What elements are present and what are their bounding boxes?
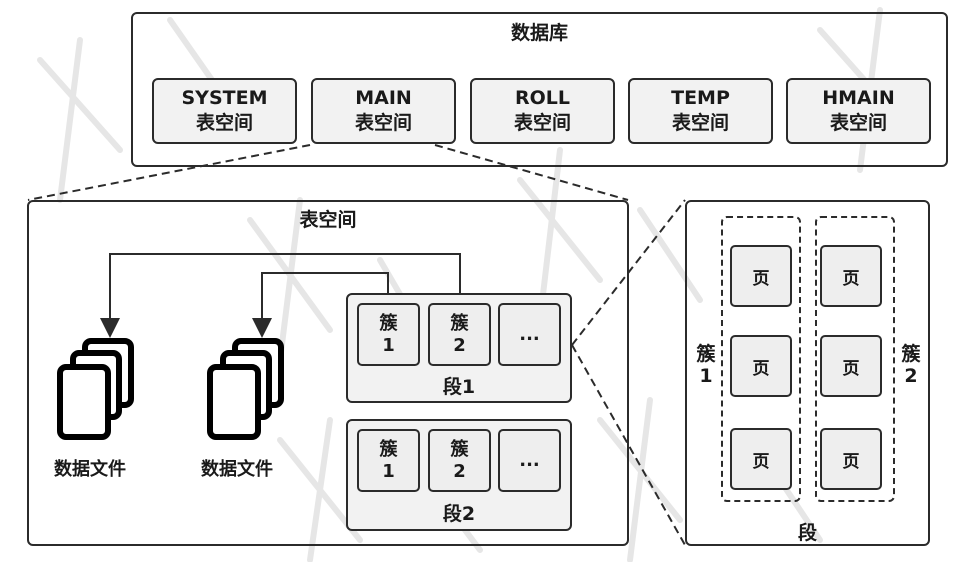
- segment-detail-title: 段: [797, 522, 817, 544]
- segment-detail-frame: [685, 200, 930, 546]
- tablespace-name: HMAIN: [822, 87, 895, 109]
- tablespace-box-roll: ROLL 表空间: [470, 78, 615, 144]
- cluster-box-more: ...: [498, 303, 561, 366]
- cluster-box: 簇 2: [428, 303, 491, 366]
- zoom-line-left: [27, 144, 311, 201]
- tablespace-frame: [27, 200, 629, 546]
- page-box: 页: [730, 428, 792, 490]
- tablespace-box-main: MAIN 表空间: [311, 78, 456, 144]
- datafile-icon: [205, 335, 285, 445]
- tablespace-title: 表空间: [299, 209, 357, 231]
- segment-label: 段1: [442, 376, 476, 398]
- tablespace-name: ROLL: [515, 87, 570, 109]
- cluster-number: 2: [453, 460, 466, 482]
- tablespace-type: 表空间: [354, 112, 412, 134]
- cluster-number: 2: [453, 334, 466, 356]
- cluster-label: 簇: [450, 438, 469, 460]
- arrow-cluster1-to-datafile2: [252, 272, 389, 338]
- cluster-number: 1: [382, 460, 395, 482]
- page-box: 页: [820, 335, 882, 397]
- cluster-2-side-label: 簇 2: [898, 343, 924, 387]
- page-box: 页: [820, 428, 882, 490]
- datafile-label: 数据文件: [201, 459, 273, 480]
- cluster-box: 簇 2: [428, 429, 491, 492]
- tablespace-type: 表空间: [513, 112, 571, 134]
- cluster-side-label-text: 簇: [696, 343, 716, 365]
- tablespace-name: SYSTEM: [181, 87, 268, 109]
- tablespace-name: TEMP: [671, 87, 730, 109]
- database-frame: [131, 12, 948, 167]
- cluster-number: 1: [382, 334, 395, 356]
- cluster-label: 簇: [379, 312, 398, 334]
- tablespace-type: 表空间: [829, 112, 887, 134]
- tablespace-box-hmain: HMAIN 表空间: [786, 78, 931, 144]
- cluster-side-label-number: 1: [699, 365, 713, 387]
- tablespace-box-system: SYSTEM 表空间: [152, 78, 297, 144]
- datafile-label: 数据文件: [54, 459, 126, 480]
- datafile-icon: [55, 335, 135, 445]
- cluster-2-dashed-box: [815, 216, 895, 502]
- arrow-cluster2-to-datafile1: [100, 253, 461, 338]
- cluster-ellipsis: ...: [519, 323, 540, 345]
- cluster-box-more: ...: [498, 429, 561, 492]
- cluster-label: 簇: [379, 438, 398, 460]
- cluster-box: 簇 1: [357, 429, 420, 492]
- database-title: 数据库: [510, 22, 568, 44]
- zoom-line-right: [434, 144, 629, 201]
- tablespace-box-temp: TEMP 表空间: [628, 78, 773, 144]
- cluster-1-dashed-box: [721, 216, 801, 502]
- tablespace-name: MAIN: [355, 87, 412, 109]
- cluster-label: 簇: [450, 312, 469, 334]
- cluster-side-label-number: 2: [904, 365, 918, 387]
- page-box: 页: [820, 245, 882, 307]
- page-box: 页: [730, 245, 792, 307]
- cluster-ellipsis: ...: [519, 449, 540, 471]
- tablespace-type: 表空间: [671, 112, 729, 134]
- page-box: 页: [730, 335, 792, 397]
- cluster-box: 簇 1: [357, 303, 420, 366]
- segment-label: 段2: [442, 503, 476, 525]
- cluster-side-label-text: 簇: [901, 343, 921, 365]
- cluster-1-side-label: 簇 1: [693, 343, 719, 387]
- tablespace-type: 表空间: [195, 112, 253, 134]
